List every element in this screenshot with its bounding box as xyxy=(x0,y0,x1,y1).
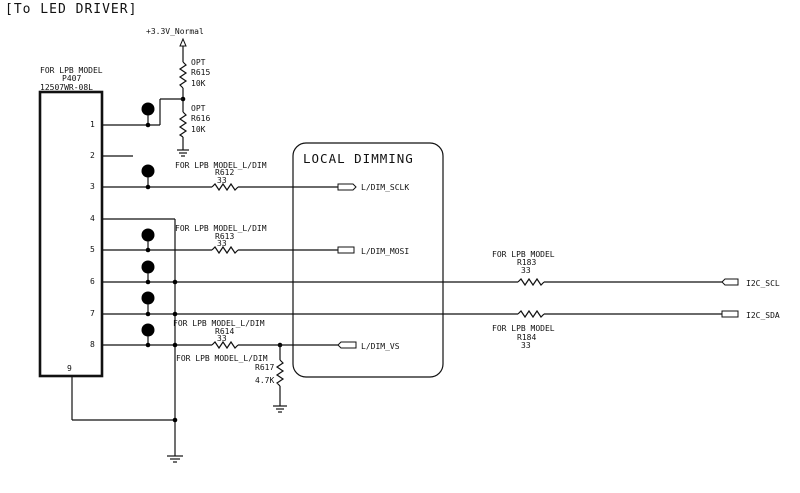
signal-port-vs: L/DIM_VS xyxy=(337,341,400,351)
resistor-r612: FOR LPB MODEL_L/DIM R612 33 xyxy=(175,161,267,192)
svg-text:8: 8 xyxy=(90,340,95,349)
power-net-label: +3.3V_Normal xyxy=(146,27,204,36)
resistor-r184: FOR LPB MODEL R184 33 xyxy=(492,309,555,350)
ground-symbol-r617 xyxy=(273,405,287,413)
svg-text:L/DIM_VS: L/DIM_VS xyxy=(361,342,400,351)
resistor-r613: FOR LPB MODEL_L/DIM R613 33 xyxy=(175,224,267,255)
svg-text:2: 2 xyxy=(90,151,95,160)
svg-text:I2C_SCL: I2C_SCL xyxy=(746,279,780,288)
svg-text:R617: R617 xyxy=(255,363,274,372)
svg-text:7: 7 xyxy=(90,309,95,318)
signal-port-sclk: L/DIM_SCLK xyxy=(337,183,409,192)
svg-text:FOR LPB MODEL_L/DIM: FOR LPB MODEL_L/DIM xyxy=(175,161,267,170)
svg-text:4.7K: 4.7K xyxy=(255,376,274,385)
svg-text:1: 1 xyxy=(90,120,95,129)
resistor-r183: FOR LPB MODEL R183 33 xyxy=(492,250,555,287)
svg-text:FOR LPB MODEL: FOR LPB MODEL xyxy=(492,324,555,333)
local-dimming-box xyxy=(292,142,444,378)
svg-text:4: 4 xyxy=(90,214,95,223)
signal-port-i2c-scl: I2C_SCL xyxy=(721,278,780,288)
svg-text:5: 5 xyxy=(90,245,95,254)
svg-text:P407: P407 xyxy=(62,74,81,83)
svg-text:33: 33 xyxy=(217,239,227,248)
svg-text:OPT: OPT xyxy=(191,104,206,113)
resistor-r615: OPT R615 10K xyxy=(178,58,210,89)
resistor-r614: FOR LPB MODEL_L/DIM R614 33 xyxy=(173,319,265,350)
sheet-title: [To LED DRIVER] xyxy=(5,2,137,17)
svg-text:FOR LPB MODEL: FOR LPB MODEL xyxy=(40,66,103,75)
signal-port-i2c-sda: I2C_SDA xyxy=(721,310,780,320)
svg-text:6: 6 xyxy=(90,277,95,286)
connector-pin-numbers: 1 2 3 4 5 6 7 8 9 xyxy=(67,120,95,373)
svg-text:I2C_SDA: I2C_SDA xyxy=(746,311,780,320)
svg-text:33: 33 xyxy=(217,176,227,185)
svg-text:33: 33 xyxy=(217,334,227,343)
svg-text:R615: R615 xyxy=(191,68,210,77)
ground-symbol-r616 xyxy=(177,149,189,157)
power-symbol: +3.3V_Normal xyxy=(146,27,204,47)
svg-text:33: 33 xyxy=(521,266,531,275)
resistor-r616: OPT R616 10K xyxy=(178,104,210,138)
svg-text:FOR LPB MODEL_L/DIM: FOR LPB MODEL_L/DIM xyxy=(176,354,268,363)
svg-text:R614: R614 xyxy=(215,327,234,336)
svg-text:OPT: OPT xyxy=(191,58,206,67)
svg-text:10K: 10K xyxy=(191,125,206,134)
svg-text:R613: R613 xyxy=(215,232,234,241)
svg-text:10K: 10K xyxy=(191,79,206,88)
signal-port-mosi: L/DIM_MOSI xyxy=(337,246,409,256)
svg-text:FOR LPB MODEL_L/DIM: FOR LPB MODEL_L/DIM xyxy=(175,224,267,233)
local-dimming-title: LOCAL DIMMING xyxy=(303,151,414,166)
svg-text:3: 3 xyxy=(90,182,95,191)
svg-text:12507WR-08L: 12507WR-08L xyxy=(40,83,93,92)
svg-text:L/DIM_MOSI: L/DIM_MOSI xyxy=(361,247,409,256)
svg-text:R184: R184 xyxy=(517,333,536,342)
resistor-r617: FOR LPB MODEL_L/DIM R617 4.7K xyxy=(176,354,285,387)
svg-text:R612: R612 xyxy=(215,168,234,177)
pad-markers xyxy=(141,102,155,345)
svg-text:FOR LPB MODEL_L/DIM: FOR LPB MODEL_L/DIM xyxy=(173,319,265,328)
svg-text:33: 33 xyxy=(521,341,531,350)
svg-text:9: 9 xyxy=(67,364,72,373)
ground-symbol-connector xyxy=(167,455,183,463)
connector-p407 xyxy=(38,90,104,378)
svg-text:R616: R616 xyxy=(191,114,210,123)
svg-text:R183: R183 xyxy=(517,258,536,267)
svg-text:FOR LPB MODEL: FOR LPB MODEL xyxy=(492,250,555,259)
connector-label: FOR LPB MODEL P407 12507WR-08L xyxy=(40,66,103,92)
svg-text:L/DIM_SCLK: L/DIM_SCLK xyxy=(361,183,409,192)
